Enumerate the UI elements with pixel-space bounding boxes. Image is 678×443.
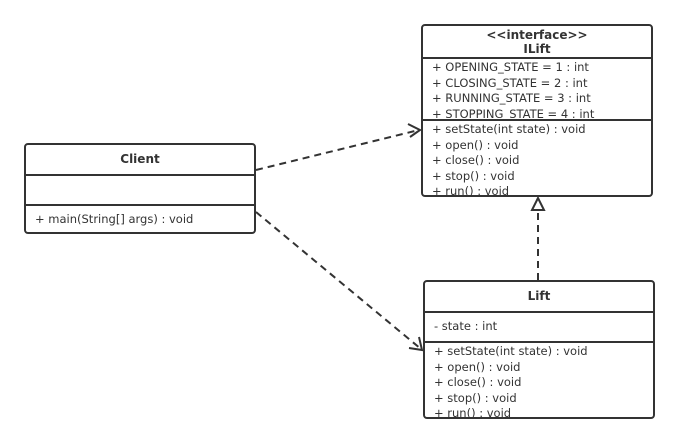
attributes-section	[26, 174, 254, 204]
method: + main(String[] args) : void	[35, 212, 194, 226]
class-name: Lift	[527, 289, 551, 303]
class-client[interactable]: Client + main(String[] args) : void	[24, 143, 256, 234]
method: + stop() : void	[434, 390, 517, 405]
methods-section: + setState(int state) : void + open() : …	[423, 119, 651, 197]
class-ilift[interactable]: <<interface>> ILift + OPENING_STATE = 1 …	[421, 24, 653, 197]
class-name: Client	[120, 152, 160, 166]
methods-section: + main(String[] args) : void	[26, 204, 254, 228]
dependency-client-lift	[255, 211, 422, 350]
arrowhead-hollow-triangle-icon	[530, 195, 546, 211]
attributes-section: - state : int	[425, 311, 653, 341]
method: + setState(int state) : void	[434, 344, 588, 358]
attribute: + RUNNING_STATE = 3 : int	[432, 91, 591, 106]
attribute: + OPENING_STATE = 1 : int	[432, 60, 589, 74]
class-name: ILift	[523, 42, 551, 56]
class-header: <<interface>> ILift	[423, 26, 651, 57]
method: + open() : void	[432, 137, 519, 152]
class-lift[interactable]: Lift - state : int + setState(int state)…	[423, 280, 655, 419]
method: + open() : void	[434, 359, 521, 374]
method: + run() : void	[432, 184, 510, 197]
attribute: - state : int	[434, 319, 498, 333]
attributes-section: + OPENING_STATE = 1 : int + CLOSING_STAT…	[423, 57, 651, 119]
method: + close() : void	[434, 375, 522, 390]
dependency-client-ilift	[255, 129, 420, 171]
method: + setState(int state) : void	[432, 122, 586, 136]
method: + stop() : void	[432, 168, 515, 183]
methods-section: + setState(int state) : void + open() : …	[425, 341, 653, 419]
method: + close() : void	[432, 153, 520, 168]
attribute: + STOPPING_STATE = 4 : int	[432, 106, 595, 119]
method: + run() : void	[434, 406, 512, 419]
arrowhead-open-icon	[407, 123, 422, 138]
attribute: + CLOSING_STATE = 2 : int	[432, 75, 588, 90]
arrowhead-open-icon	[408, 336, 424, 352]
stereotype: <<interface>>	[486, 28, 588, 42]
